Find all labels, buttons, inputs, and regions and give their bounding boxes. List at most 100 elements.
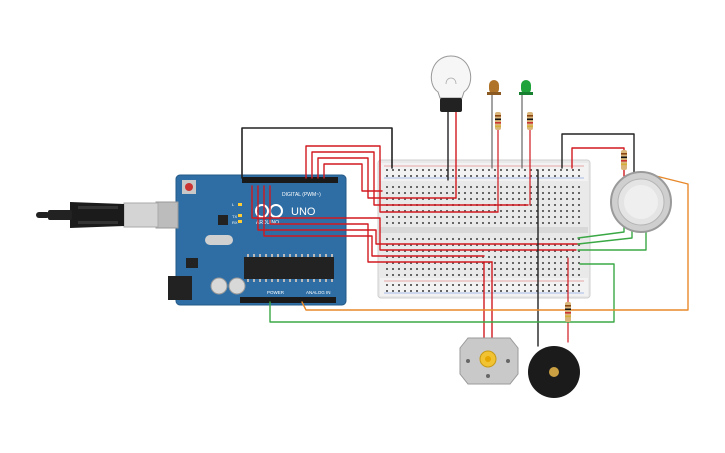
breadboard-hole[interactable] — [398, 192, 400, 194]
breadboard-hole[interactable] — [482, 175, 484, 177]
breadboard-hole[interactable] — [548, 192, 550, 194]
breadboard-hole[interactable] — [578, 204, 580, 206]
breadboard-hole[interactable] — [398, 268, 400, 270]
breadboard-hole[interactable] — [560, 290, 562, 292]
breadboard-hole[interactable] — [560, 238, 562, 240]
breadboard-hole[interactable] — [572, 274, 574, 276]
breadboard-hole[interactable] — [524, 216, 526, 218]
breadboard-hole[interactable] — [476, 284, 478, 286]
breadboard-hole[interactable] — [506, 222, 508, 224]
breadboard-hole[interactable] — [572, 175, 574, 177]
breadboard-hole[interactable] — [536, 169, 538, 171]
breadboard-hole[interactable] — [446, 244, 448, 246]
breadboard-hole[interactable] — [578, 262, 580, 264]
breadboard-hole[interactable] — [452, 238, 454, 240]
breadboard-hole[interactable] — [494, 210, 496, 212]
breadboard-hole[interactable] — [566, 244, 568, 246]
breadboard-hole[interactable] — [578, 198, 580, 200]
breadboard-hole[interactable] — [554, 268, 556, 270]
breadboard-hole[interactable] — [416, 238, 418, 240]
breadboard[interactable] — [377, 159, 591, 299]
breadboard-hole[interactable] — [506, 268, 508, 270]
breadboard-hole[interactable] — [416, 256, 418, 258]
breadboard-hole[interactable] — [458, 268, 460, 270]
breadboard-hole[interactable] — [518, 250, 520, 252]
breadboard-hole[interactable] — [560, 169, 562, 171]
breadboard-hole[interactable] — [470, 256, 472, 258]
wire-gnd-black[interactable] — [241, 127, 393, 179]
breadboard-hole[interactable] — [446, 169, 448, 171]
breadboard-hole[interactable] — [476, 250, 478, 252]
breadboard-hole[interactable] — [488, 198, 490, 200]
breadboard-hole[interactable] — [446, 262, 448, 264]
breadboard-hole[interactable] — [452, 262, 454, 264]
breadboard-hole[interactable] — [524, 244, 526, 246]
breadboard-hole[interactable] — [392, 284, 394, 286]
breadboard-hole[interactable] — [548, 256, 550, 258]
breadboard-hole[interactable] — [410, 169, 412, 171]
breadboard-hole[interactable] — [566, 169, 568, 171]
breadboard-hole[interactable] — [482, 210, 484, 212]
breadboard-hole[interactable] — [548, 290, 550, 292]
breadboard-hole[interactable] — [416, 210, 418, 212]
breadboard-hole[interactable] — [410, 290, 412, 292]
breadboard-hole[interactable] — [470, 268, 472, 270]
breadboard-hole[interactable] — [476, 175, 478, 177]
breadboard-hole[interactable] — [554, 284, 556, 286]
breadboard-hole[interactable] — [422, 210, 424, 212]
breadboard-hole[interactable] — [560, 186, 562, 188]
breadboard-hole[interactable] — [572, 210, 574, 212]
breadboard-hole[interactable] — [416, 175, 418, 177]
wire-red-d2[interactable] — [311, 151, 529, 206]
breadboard-hole[interactable] — [410, 284, 412, 286]
breadboard-hole[interactable] — [446, 222, 448, 224]
breadboard-hole[interactable] — [386, 238, 388, 240]
breadboard-hole[interactable] — [404, 222, 406, 224]
breadboard-hole[interactable] — [542, 256, 544, 258]
breadboard-hole[interactable] — [566, 204, 568, 206]
breadboard-hole[interactable] — [452, 210, 454, 212]
breadboard-hole[interactable] — [536, 290, 538, 292]
breadboard-hole[interactable] — [428, 192, 430, 194]
breadboard-hole[interactable] — [566, 210, 568, 212]
breadboard-hole[interactable] — [554, 198, 556, 200]
breadboard-hole[interactable] — [488, 210, 490, 212]
breadboard-hole[interactable] — [488, 192, 490, 194]
breadboard-hole[interactable] — [428, 256, 430, 258]
breadboard-hole[interactable] — [386, 256, 388, 258]
breadboard-hole[interactable] — [494, 175, 496, 177]
breadboard-hole[interactable] — [482, 262, 484, 264]
breadboard-hole[interactable] — [428, 222, 430, 224]
breadboard-hole[interactable] — [386, 198, 388, 200]
breadboard-hole[interactable] — [512, 222, 514, 224]
breadboard-hole[interactable] — [464, 186, 466, 188]
breadboard-hole[interactable] — [416, 186, 418, 188]
breadboard-hole[interactable] — [554, 210, 556, 212]
breadboard-hole[interactable] — [566, 238, 568, 240]
breadboard-hole[interactable] — [458, 244, 460, 246]
breadboard-hole[interactable] — [404, 192, 406, 194]
breadboard-hole[interactable] — [572, 284, 574, 286]
breadboard-hole[interactable] — [404, 290, 406, 292]
breadboard-hole[interactable] — [548, 186, 550, 188]
breadboard-hole[interactable] — [440, 186, 442, 188]
breadboard-hole[interactable] — [512, 216, 514, 218]
breadboard-hole[interactable] — [416, 244, 418, 246]
breadboard-hole[interactable] — [542, 204, 544, 206]
breadboard-hole[interactable] — [506, 169, 508, 171]
breadboard-hole[interactable] — [464, 198, 466, 200]
breadboard-hole[interactable] — [506, 175, 508, 177]
breadboard-hole[interactable] — [488, 290, 490, 292]
reset-button[interactable] — [185, 183, 193, 191]
breadboard-hole[interactable] — [440, 274, 442, 276]
breadboard-hole[interactable] — [542, 186, 544, 188]
breadboard-hole[interactable] — [494, 186, 496, 188]
breadboard-hole[interactable] — [518, 244, 520, 246]
breadboard-hole[interactable] — [482, 244, 484, 246]
breadboard-hole[interactable] — [458, 169, 460, 171]
breadboard-hole[interactable] — [488, 250, 490, 252]
breadboard-hole[interactable] — [458, 284, 460, 286]
breadboard-hole[interactable] — [392, 210, 394, 212]
breadboard-hole[interactable] — [422, 244, 424, 246]
breadboard-hole[interactable] — [530, 284, 532, 286]
